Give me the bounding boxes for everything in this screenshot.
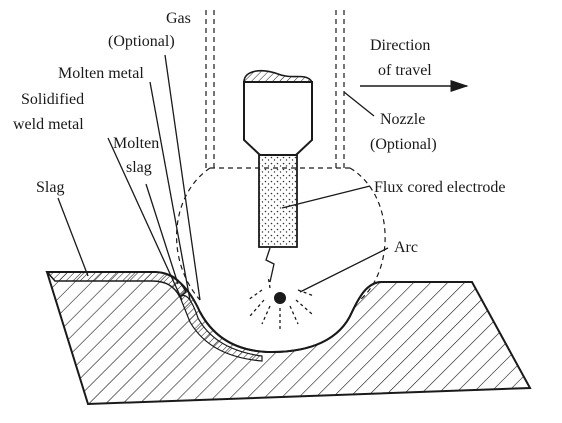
label-solidified: Solidified [21, 91, 84, 108]
contact-tube-top [243, 69, 313, 83]
label-molten: Molten [113, 135, 159, 152]
electrode-leader [281, 185, 371, 209]
weld-pool-curve [199, 281, 383, 354]
contact-tube [243, 81, 313, 156]
solidified-weld-band [179, 295, 263, 362]
label-nozzle: Nozzle [380, 111, 425, 128]
solidified-weld-leader [107, 137, 183, 301]
gas-leader [164, 54, 201, 301]
label-weld-metal: weld metal [13, 116, 84, 133]
label-slag: Slag [36, 179, 64, 196]
label-flux-cored-electrode: Flux cored electrode [374, 179, 506, 196]
label-molten-metal: Molten metal [58, 65, 144, 82]
flux-cored-electrode [258, 154, 298, 248]
label-gas: Gas [166, 10, 191, 27]
arc-droplet [274, 292, 286, 304]
label-nozzle-optional: (Optional) [370, 136, 437, 153]
label-slag-molten: slag [126, 159, 152, 176]
label-arc: Arc [394, 239, 418, 256]
label-of-travel: of travel [378, 62, 432, 79]
base-metal [45, 271, 532, 406]
molten-slag-leader [145, 183, 179, 285]
label-direction: Direction [370, 37, 430, 54]
nozzle-leader [343, 91, 375, 117]
slag-leader [57, 197, 89, 277]
label-gas-optional: (Optional) [108, 33, 175, 50]
arc-leader [299, 247, 389, 293]
gas-shield-outline [176, 167, 386, 301]
arc-spark [265, 247, 275, 283]
molten-metal-leader [149, 81, 191, 301]
